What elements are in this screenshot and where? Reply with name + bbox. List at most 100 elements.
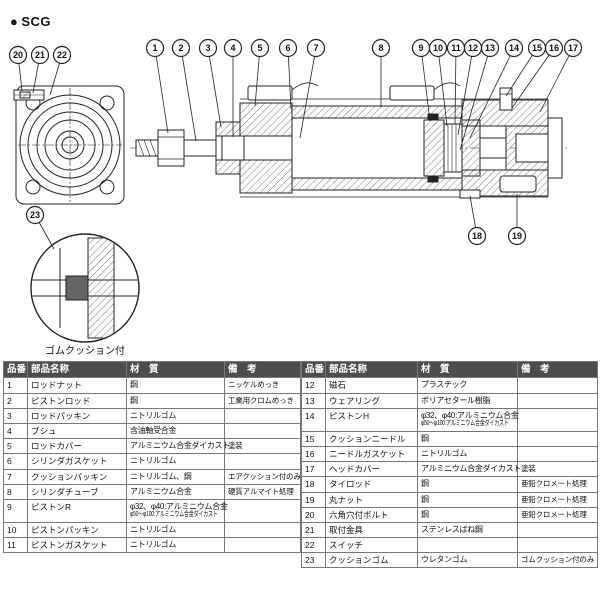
leader-line-1 [154,47,169,134]
cell-no: 8 [3,483,28,500]
callout-number: 12 [468,43,478,53]
leader-line-11 [454,47,457,125]
cell-name: 磁石 [325,377,418,394]
cushion-needle [499,87,513,111]
callout-balloon-20 [8,45,28,65]
table-header-row: 品番 部品名称 材 質 備 考 [301,360,598,379]
cell-note: ゴムクッション付のみ [517,552,598,569]
callout-balloon-14 [504,38,524,58]
callout-balloon-22 [52,45,72,65]
front-view [13,85,125,205]
cell-note: 塗装 [517,461,598,478]
cell-note: エアクッション付のみ [224,468,301,485]
cell-material [417,537,518,554]
leader-line-3 [207,47,222,128]
cell-no: 5 [3,438,28,455]
callout-number: 3 [205,43,210,53]
leader-line-9 [420,47,431,122]
cell-note [224,498,301,523]
cell-note: 硬質アルマイト処理 [224,483,301,500]
cell-name: ヘッドカバー [325,461,418,478]
callout-balloon-1 [145,38,165,58]
cell-name: 丸ナット [325,491,418,508]
cell-name: ピストンR [27,498,127,523]
cell-no: 17 [301,461,326,478]
callout-balloon-17 [563,38,583,58]
cell-no: 1 [3,377,28,394]
cell-material: プラスチック [417,377,518,394]
cell-note [224,537,301,554]
callout-number: 16 [549,43,559,53]
callout-number: 8 [378,43,383,53]
leader-line-10 [437,47,448,127]
assembly-drawing: ゴムクッション付 1234567891011121314151617181920… [8,38,583,357]
callout-balloon-8 [371,38,391,58]
cell-material: ポリアセタール樹脂 [417,392,518,409]
col-header-no: 品番 [301,360,326,379]
col-header-no: 品番 [3,360,28,379]
col-header-note: 備 考 [517,360,598,379]
cell-no: 14 [301,407,326,432]
cell-note: ニッケルめっき [224,377,301,394]
cell-no: 22 [301,537,326,554]
cell-no: 13 [301,392,326,409]
cell-no: 12 [301,377,326,394]
rod-nut [157,129,185,167]
callout-balloon-16 [544,38,564,58]
callout-number: 21 [35,50,45,60]
cell-material: 鋼 [126,392,225,409]
col-header-material: 材 質 [126,360,225,379]
col-header-name: 部品名称 [325,360,418,379]
detail-view [30,233,140,343]
callout-balloon-4 [223,38,243,58]
cell-note: 亜鉛クロメート処理 [517,491,598,508]
cell-name: ウェアリング [325,392,418,409]
cell-note [224,422,301,440]
callout-balloon-13 [480,38,500,58]
bush [221,135,245,161]
cell-name: シリンダガスケット [27,453,127,470]
callout-number: 17 [568,43,578,53]
cell-no: 10 [3,521,28,539]
cushion-boss [479,137,507,159]
cell-material: アルミニウム合金ダイカスト [126,438,230,455]
callout-balloon-2 [171,38,191,58]
leader-line-13 [459,47,491,151]
callout-number: 23 [30,210,40,220]
cell-name: ロッドカバー [27,438,127,455]
cell-material: アルミニウム合金ダイカスト [417,461,521,478]
cushion-rubber [65,275,89,301]
col-header-name: 部品名称 [27,360,127,379]
cell-name: シリンダチューブ [27,483,127,500]
callout-number: 9 [418,43,423,53]
cell-material: ニトリルゴム [126,453,225,470]
cell-note [224,407,301,424]
cell-material: 鋼 [417,506,518,523]
cell-no: 11 [3,537,28,554]
cell-name: クッションパッキン [27,468,127,485]
cell-name: ブシュ [27,422,127,440]
cell-material: ウレタンゴム [417,552,518,569]
cell-note [517,537,598,554]
cell-no: 21 [301,521,326,539]
callout-number: 15 [532,43,542,53]
callout-number: 18 [472,231,482,241]
callout-balloon-3 [198,38,218,58]
cell-note: 塗装 [224,438,301,455]
bullet-icon: ● [10,14,19,29]
callout-number: 4 [230,43,235,53]
cell-name: ピストンガスケット [27,537,127,554]
cell-note [517,377,598,394]
cell-no: 20 [301,506,326,523]
cell-no: 6 [3,453,28,470]
